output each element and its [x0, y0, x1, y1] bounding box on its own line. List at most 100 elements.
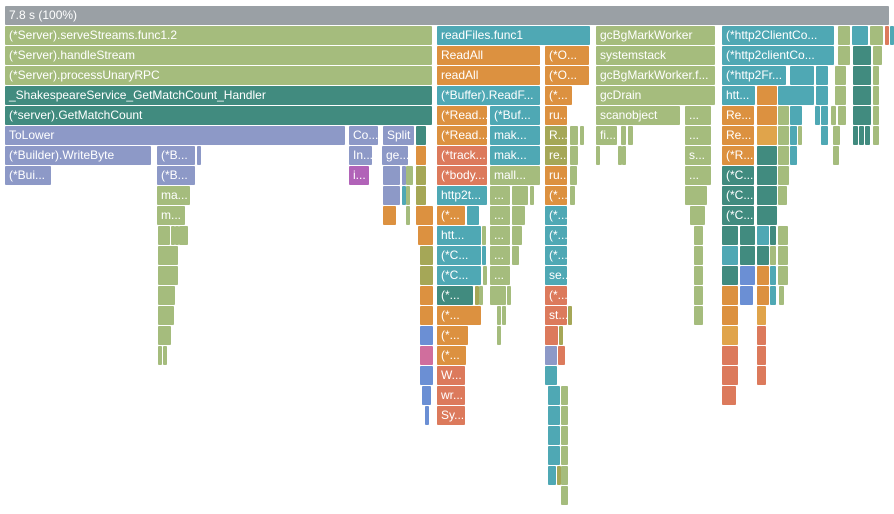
flame-frame[interactable] [158, 226, 170, 245]
flame-frame[interactable] [694, 226, 703, 245]
flame-frame[interactable] [502, 306, 506, 325]
flame-frame[interactable]: Re... [722, 106, 754, 125]
flame-frame[interactable] [158, 326, 171, 345]
flame-frame[interactable]: ... [685, 106, 711, 125]
flame-frame[interactable] [778, 146, 789, 165]
flame-frame[interactable] [790, 146, 797, 165]
flame-frame[interactable] [722, 326, 738, 345]
flame-frame[interactable] [770, 286, 776, 305]
flame-frame[interactable] [548, 466, 556, 485]
flame-frame[interactable]: (*http2ClientCo... [722, 26, 834, 45]
flame-frame[interactable] [815, 106, 820, 125]
flame-frame[interactable] [416, 146, 426, 165]
flame-frame[interactable] [778, 246, 788, 265]
flame-frame[interactable] [561, 486, 568, 505]
flame-frame[interactable] [694, 246, 703, 265]
flame-frame[interactable]: (*B... [157, 166, 195, 185]
flame-frame[interactable]: Split [383, 126, 414, 145]
flame-frame[interactable] [406, 186, 410, 205]
flame-frame[interactable] [570, 186, 575, 205]
flame-frame[interactable] [171, 226, 175, 245]
flame-frame[interactable]: (*... [545, 286, 567, 305]
flame-frame[interactable] [722, 286, 738, 305]
flame-frame[interactable] [833, 126, 840, 145]
flame-frame[interactable]: (*http2clientCo... [722, 46, 834, 65]
flame-frame[interactable]: fi... [596, 126, 617, 145]
flame-frame[interactable] [512, 246, 519, 265]
flame-frame[interactable]: ... [490, 186, 510, 205]
flame-frame[interactable]: (*Read... [437, 126, 487, 145]
flame-frame[interactable] [530, 186, 534, 205]
flame-frame[interactable]: mak... [490, 126, 540, 145]
flame-frame[interactable] [420, 306, 433, 325]
flame-frame[interactable] [406, 166, 410, 185]
flame-frame[interactable] [770, 246, 776, 265]
flame-frame[interactable] [512, 226, 522, 245]
flame-frame[interactable] [561, 406, 568, 425]
flame-frame[interactable] [833, 146, 839, 165]
flame-frame[interactable]: (*track... [437, 146, 487, 165]
flame-frame[interactable] [383, 166, 400, 185]
flame-frame[interactable] [618, 146, 622, 165]
flame-frame[interactable] [757, 346, 766, 365]
flame-frame[interactable] [420, 346, 433, 365]
flame-frame[interactable] [497, 326, 501, 345]
flame-frame[interactable] [852, 26, 868, 45]
flame-frame[interactable]: mak... [490, 146, 540, 165]
flame-frame[interactable] [383, 206, 396, 225]
flame-frame[interactable] [740, 286, 753, 305]
flame-frame[interactable] [831, 106, 836, 125]
flame-frame[interactable] [628, 126, 633, 145]
flame-frame[interactable] [757, 146, 777, 165]
flame-frame[interactable] [420, 246, 433, 265]
flame-frame[interactable]: ... [490, 266, 510, 285]
flame-frame[interactable]: ... [490, 206, 510, 225]
flame-frame[interactable] [416, 166, 426, 185]
flame-frame[interactable] [821, 126, 828, 145]
flame-frame[interactable] [778, 266, 788, 285]
flame-root-frame[interactable]: 7.8 s (100%) [5, 6, 889, 25]
flame-frame[interactable] [757, 206, 777, 225]
flame-frame[interactable] [422, 386, 431, 405]
flame-frame[interactable] [175, 226, 179, 245]
flame-frame[interactable]: (*C... [722, 206, 754, 225]
flame-frame[interactable] [757, 86, 777, 105]
flame-frame[interactable] [757, 366, 766, 385]
flame-frame[interactable] [873, 46, 882, 65]
flame-frame[interactable] [482, 246, 486, 265]
flame-frame[interactable] [596, 146, 600, 165]
flame-frame[interactable] [778, 126, 789, 145]
flame-frame[interactable]: (*... [437, 326, 468, 345]
flame-frame[interactable]: (*... [437, 206, 465, 225]
flame-frame[interactable] [873, 126, 879, 145]
flame-frame[interactable]: mall... [490, 166, 540, 185]
flame-frame[interactable]: ge... [382, 146, 408, 165]
flame-frame[interactable] [757, 306, 766, 325]
flame-frame[interactable]: (*O... [545, 46, 589, 65]
flame-frame[interactable] [418, 226, 433, 245]
flame-frame[interactable] [580, 126, 584, 145]
flame-frame[interactable]: (*C... [722, 186, 754, 205]
flame-frame[interactable] [873, 106, 879, 125]
flame-frame[interactable] [740, 266, 755, 285]
flame-frame[interactable] [757, 166, 777, 185]
flame-frame[interactable]: (*Read... [437, 106, 487, 125]
flame-frame[interactable] [853, 106, 871, 125]
flame-frame[interactable] [885, 26, 889, 45]
flame-frame[interactable]: (*Buf... [490, 106, 540, 125]
flame-frame[interactable] [568, 306, 572, 325]
flame-frame[interactable]: wr... [437, 386, 465, 405]
flame-frame[interactable]: (*Server).handleStream [5, 46, 432, 65]
flame-frame[interactable] [402, 186, 406, 205]
flame-frame[interactable] [158, 306, 174, 325]
flame-frame[interactable] [853, 86, 871, 105]
flame-frame[interactable] [694, 286, 703, 305]
flame-frame[interactable] [757, 266, 769, 285]
flame-frame[interactable]: ... [685, 166, 711, 185]
flame-frame[interactable] [722, 386, 736, 405]
flame-frame[interactable] [816, 66, 828, 85]
flame-frame[interactable]: readAll [437, 66, 540, 85]
flame-frame[interactable] [557, 466, 561, 485]
flame-frame[interactable]: se... [545, 266, 567, 285]
flame-frame[interactable] [570, 166, 577, 185]
